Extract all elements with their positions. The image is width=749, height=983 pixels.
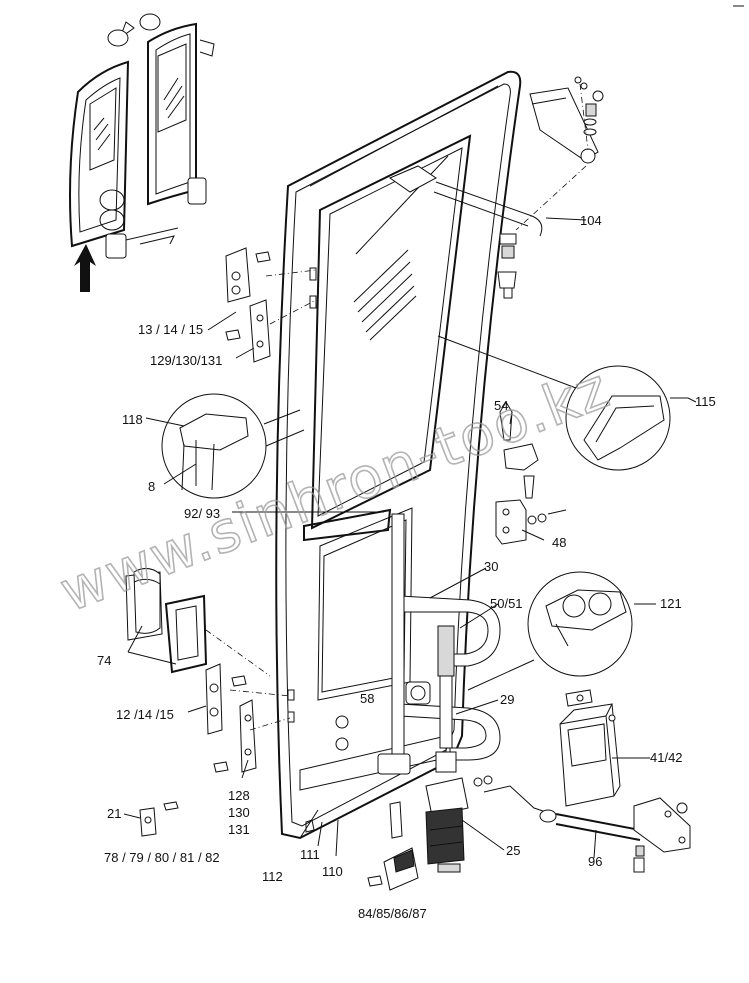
- detail-circle-118: [161, 393, 305, 499]
- leader-lines: [123, 217, 656, 859]
- small-parts-bottom: [139, 801, 419, 891]
- label-29: 29: [500, 692, 514, 707]
- label-78-82: 78 / 79 / 80 / 81 / 82: [104, 850, 220, 865]
- label-130: 130: [228, 805, 250, 820]
- strut-assembly: [377, 513, 691, 873]
- detail-circle-121: [467, 571, 633, 691]
- label-74: 74: [97, 653, 111, 668]
- label-54: 54: [494, 398, 508, 413]
- label-128: 128: [228, 788, 250, 803]
- label-48: 48: [552, 535, 566, 550]
- label-121: 121: [660, 596, 682, 611]
- box-41-42: [559, 689, 621, 807]
- handle-74: [125, 568, 271, 677]
- up-arrow-icon: [74, 244, 96, 292]
- label-115: 115: [695, 394, 716, 409]
- cab-overview-inset: [69, 13, 215, 259]
- label-96: 96: [588, 854, 602, 869]
- label-25: 25: [506, 843, 520, 858]
- label-104: 104: [580, 213, 602, 228]
- hinge-arm-104: [388, 76, 604, 299]
- label-84-87: 84/85/86/87: [358, 906, 427, 921]
- label-112: 112: [262, 869, 283, 884]
- label-41-42: 41/42: [650, 750, 683, 765]
- label-13-14-15: 13 / 14 / 15: [138, 322, 203, 337]
- label-118: 118: [122, 412, 143, 427]
- label-110: 110: [322, 864, 343, 879]
- hinge-parts-left: [205, 247, 317, 773]
- catch-hinge-54-48: [495, 401, 567, 545]
- label-131: 131: [228, 822, 250, 837]
- label-21: 21: [107, 806, 121, 821]
- label-58: 58: [360, 691, 374, 706]
- label-30: 30: [484, 559, 498, 574]
- label-129-130-131: 129/130/131: [150, 353, 222, 368]
- part-labels: 13 / 14 / 15 129/130/131 118 8 92/ 93 74…: [97, 213, 716, 921]
- label-50-51: 50/51: [490, 596, 523, 611]
- label-12-14-15: 12 /14 /15: [116, 707, 174, 722]
- label-92-93: 92/ 93: [184, 506, 220, 521]
- watermark-text: www.sinhron-too.kz: [52, 356, 619, 625]
- label-8: 8: [148, 479, 155, 494]
- detail-circle-115: [437, 335, 697, 471]
- label-111: 111: [300, 847, 320, 862]
